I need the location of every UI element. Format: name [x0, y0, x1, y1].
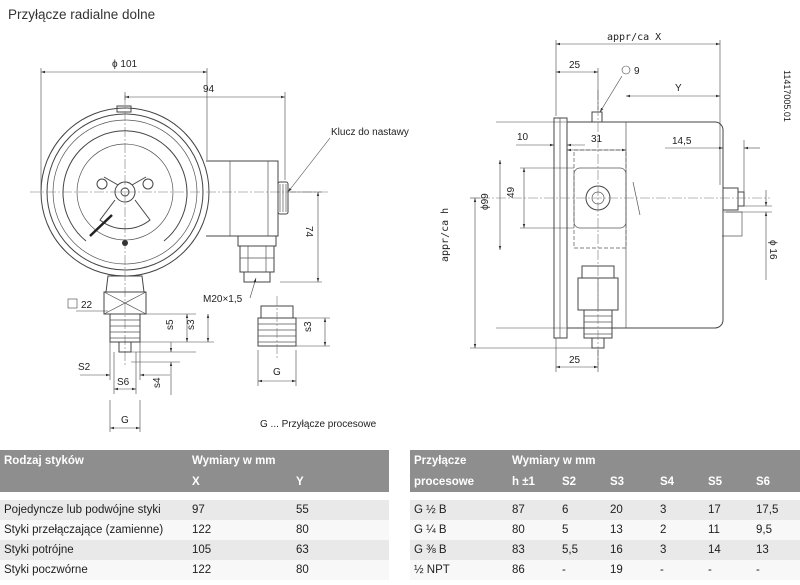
- table-row: G ½ B 87 6 20 3 17 17,5: [410, 500, 800, 520]
- col-dimensions: Wymiary w mm: [188, 450, 389, 471]
- cell: 80: [292, 560, 389, 580]
- cell: 122: [188, 560, 292, 580]
- col-contact-type: Rodzaj styków: [0, 450, 188, 471]
- cell: 14: [704, 540, 752, 560]
- subheader-y: Y: [292, 471, 389, 492]
- cell: 17,5: [752, 500, 800, 520]
- cell: ½ NPT: [410, 560, 508, 580]
- cell: 87: [508, 500, 558, 520]
- subheader-empty: [0, 471, 188, 492]
- col-process-connection-line2: procesowe: [410, 471, 508, 492]
- cell: G ⅜ B: [410, 540, 508, 560]
- dim-s3a: s3: [186, 319, 197, 330]
- dim-appr-h: appr/ca h: [440, 208, 451, 262]
- dim-49: 49: [506, 186, 517, 198]
- dim-31: 31: [591, 134, 603, 145]
- dim-sq22: 22: [81, 300, 93, 311]
- cell: 17: [704, 500, 752, 520]
- dim-s3b: s3: [303, 321, 314, 332]
- col-process-dimensions: Wymiary w mm: [508, 450, 800, 471]
- document-id: 11417005.01: [782, 70, 792, 122]
- cell: G ½ B: [410, 500, 508, 520]
- dim-s6: S6: [117, 377, 130, 388]
- label-g-note: G ... Przyłącze procesowe: [260, 419, 377, 430]
- dim-9: 9: [634, 66, 640, 77]
- page-title: Przyłącze radialne dolne: [8, 7, 156, 22]
- subheader-s3: S3: [606, 471, 656, 492]
- cell: 9,5: [752, 520, 800, 540]
- subheader-s5: S5: [704, 471, 752, 492]
- cell: 6: [558, 500, 606, 520]
- cell: 13: [606, 520, 656, 540]
- cell: 86: [508, 560, 558, 580]
- subheader-x: X: [188, 471, 292, 492]
- cell: 13: [752, 540, 800, 560]
- cell: 63: [292, 540, 389, 560]
- cell: 122: [188, 520, 292, 540]
- dim-14-5: 14,5: [672, 136, 692, 147]
- dim-phi16: ϕ 16: [767, 240, 778, 260]
- table-row: G ⅜ B 83 5,5 16 3 14 13: [410, 540, 800, 560]
- col-process-connection-line1: Przyłącze: [410, 450, 508, 471]
- cell: 11: [704, 520, 752, 540]
- label-m20: M20×1,5: [203, 294, 243, 305]
- subheader-s4: S4: [656, 471, 704, 492]
- cell: 19: [606, 560, 656, 580]
- dim-s5: s5: [165, 319, 176, 330]
- cell: 105: [188, 540, 292, 560]
- cell: 55: [292, 500, 389, 520]
- contacts-dimensions-table: Rodzaj styków Wymiary w mm X Y Pojedyncz…: [0, 450, 389, 580]
- table-row: Styki przełączające (zamienne) 122 80: [0, 520, 389, 540]
- dim-y: Y: [675, 83, 682, 94]
- front-view: [30, 95, 330, 365]
- cell: -: [558, 560, 606, 580]
- cell: 80: [508, 520, 558, 540]
- cell: 80: [292, 520, 389, 540]
- cell: 97: [188, 500, 292, 520]
- cell: Styki przełączające (zamienne): [0, 520, 188, 540]
- cell: 20: [606, 500, 656, 520]
- table-row: Pojedyncze lub podwójne styki 97 55: [0, 500, 389, 520]
- dim-s2: S2: [78, 362, 91, 373]
- dim-94: 94: [203, 84, 215, 95]
- side-view-dimensions: appr/ca X 25 9 Y 10 31 14,5 ϕ99 49: [440, 32, 792, 372]
- cell: -: [752, 560, 800, 580]
- table-row: Styki potrójne 105 63: [0, 540, 389, 560]
- cell: 3: [656, 540, 704, 560]
- table-row: ½ NPT 86 - 19 - - -: [410, 560, 800, 580]
- dim-appr-x: appr/ca X: [607, 32, 661, 43]
- cell: Pojedyncze lub podwójne styki: [0, 500, 188, 520]
- dim-g2: G: [273, 367, 281, 378]
- dim-25-top: 25: [569, 60, 581, 71]
- dim-10: 10: [517, 132, 529, 143]
- front-view-dimensions: ϕ 101 94 Klucz do nastawy 74 22 M20×1,5 …: [40, 59, 409, 432]
- cell: Styki poczwórne: [0, 560, 188, 580]
- cell: 5: [558, 520, 606, 540]
- cell: 16: [606, 540, 656, 560]
- process-connection-table: Przyłącze Wymiary w mm procesowe h ±1 S2…: [410, 450, 800, 580]
- technical-drawing: ϕ 101 94 Klucz do nastawy 74 22 M20×1,5 …: [30, 32, 792, 432]
- cell: 83: [508, 540, 558, 560]
- cell: 3: [656, 500, 704, 520]
- cell: Styki potrójne: [0, 540, 188, 560]
- side-view: [480, 90, 770, 365]
- dim-phi101: ϕ 101: [112, 59, 138, 70]
- dim-g1: G: [121, 415, 129, 426]
- cell: 5,5: [558, 540, 606, 560]
- dim-s4: s4: [152, 377, 163, 388]
- table-row: G ¼ B 80 5 13 2 11 9,5: [410, 520, 800, 540]
- cell: -: [656, 560, 704, 580]
- label-klucz: Klucz do nastawy: [331, 127, 409, 138]
- cell: -: [704, 560, 752, 580]
- dim-25-bottom: 25: [569, 355, 581, 366]
- cell: 2: [656, 520, 704, 540]
- subheader-s2: S2: [558, 471, 606, 492]
- table-row: Styki poczwórne 122 80: [0, 560, 389, 580]
- subheader-s6: S6: [752, 471, 800, 492]
- cell: G ¼ B: [410, 520, 508, 540]
- dim-phi99: ϕ99: [480, 193, 491, 210]
- dim-74: 74: [303, 226, 314, 238]
- subheader-h: h ±1: [508, 471, 558, 492]
